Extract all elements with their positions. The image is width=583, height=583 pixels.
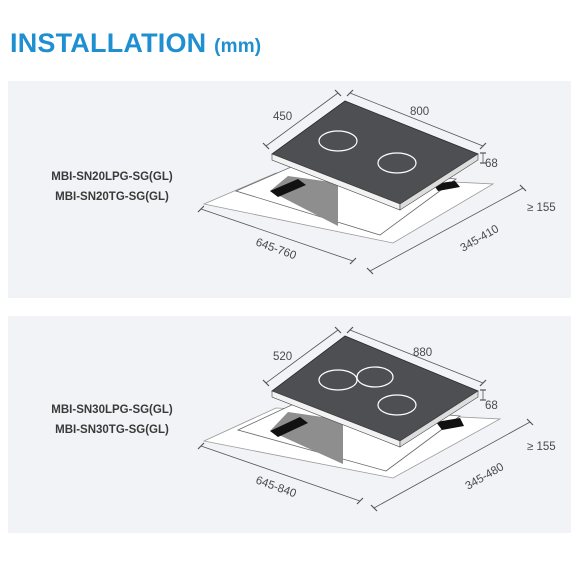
page-title: INSTALLATION (mm) [10,30,261,57]
hob-height-label: 68 [485,400,498,412]
hob-installation-diagram: 450 800 68 ≥ 155 645-760 345-410 [197,89,556,275]
burner-icon [318,130,358,152]
hob-width-label: 800 [410,106,429,118]
cutout-depth-label: 345-480 [464,461,507,493]
min-clearance-label: ≥ 155 [527,202,556,214]
burner-icon [377,394,417,416]
hob-depth-label: 450 [273,111,292,123]
model-name: MBI-SN20TG-SG(GL) [55,191,169,203]
diagram-panel-2: MBI-SN30LPG-SG(GL) MBI-SN30TG-SG(GL) [8,316,571,533]
cutout-width-label: 645-760 [254,237,298,263]
model-name: MBI-SN30LPG-SG(GL) [51,404,173,416]
dimension-lines [197,326,534,512]
cutout-width-label: 645-840 [254,475,298,501]
burner-icon [318,369,358,391]
title-text: INSTALLATION [10,28,207,58]
burners [318,366,417,416]
hob-side-right [399,153,479,211]
diagram-panel-1: MBI-SN20LPG-SG(GL) MBI-SN20TG-SG(GL) [8,81,571,298]
burner-icon [356,366,394,388]
hob-side-right [399,390,479,448]
model-name: MBI-SN30TG-SG(GL) [55,424,169,436]
model-list: MBI-SN20LPG-SG(GL) MBI-SN20TG-SG(GL) [32,167,192,207]
cutout-edge-left [270,417,308,437]
cutout-edge-right [436,418,464,430]
hob-height-label: 68 [485,158,498,170]
burners [318,130,417,174]
hob-installation-diagram: 520 880 68 ≥ 155 645-840 345-480 [197,326,556,512]
cutout-edge-left [270,179,306,197]
burner-icon [377,152,417,174]
title-unit: (mm) [214,36,262,57]
min-clearance-label: ≥ 155 [527,441,556,453]
hob-depth-label: 520 [273,351,292,363]
dimension-lines [197,89,527,275]
model-list: MBI-SN30LPG-SG(GL) MBI-SN30TG-SG(GL) [32,400,192,440]
model-name: MBI-SN20LPG-SG(GL) [51,171,173,183]
hob-width-label: 880 [413,347,432,359]
cutout-depth-label: 345-410 [459,223,502,255]
